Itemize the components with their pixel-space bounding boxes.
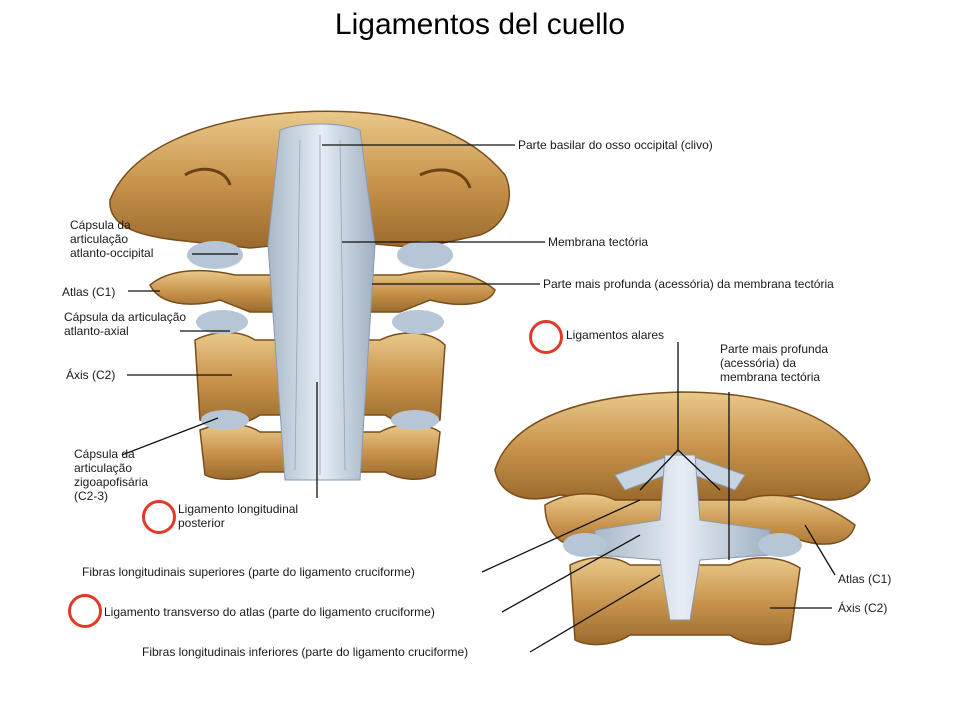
highlight-circle-ligamentos-alares bbox=[529, 320, 563, 354]
label-parte-profunda-top: Parte mais profunda (acessória) da membr… bbox=[543, 277, 834, 291]
label-lig-longitudinal-posterior: Ligamento longitudinal posterior bbox=[178, 502, 299, 530]
label-capsula-atlanto-axial: Cápsula da articulação atlanto-axial bbox=[64, 310, 187, 338]
occipital-bone-right bbox=[494, 391, 871, 501]
label-membrana-tectoria: Membrana tectória bbox=[548, 235, 649, 249]
label-lig-transverso: Ligamento transverso do atlas (parte do … bbox=[104, 605, 435, 619]
label-atlas-right: Atlas (C1) bbox=[838, 572, 892, 586]
highlight-circle-lig-longitudinal-posterior bbox=[142, 500, 176, 534]
label-ligamentos-alares: Ligamentos alares bbox=[566, 328, 665, 342]
label-parte-profunda-right: Parte mais profunda (acessória) da membr… bbox=[720, 342, 829, 384]
highlight-circle-lig-transverso bbox=[68, 594, 102, 628]
label-axis-left: Áxis (C2) bbox=[66, 368, 116, 382]
leader-lines bbox=[121, 144, 836, 653]
label-fibras-superiores: Fibras longitudinais superiores (parte d… bbox=[82, 565, 415, 579]
label-capsula-zigoapofisaria: Cápsula da articulação zigoapofisária (C… bbox=[74, 447, 149, 503]
label-parte-basilar: Parte basilar do osso occipital (clivo) bbox=[518, 138, 713, 152]
label-capsula-atlanto-occipital: Cápsula da articulação atlanto-occipital bbox=[70, 218, 154, 260]
label-fibras-inferiores: Fibras longitudinais inferiores (parte d… bbox=[142, 645, 469, 659]
cruciform-view-figure bbox=[494, 391, 871, 646]
label-atlas-left: Atlas (C1) bbox=[62, 285, 116, 299]
page-title: Ligamentos del cuello bbox=[334, 8, 626, 41]
label-axis-right: Áxis (C2) bbox=[838, 601, 888, 615]
cruciform-ligament bbox=[594, 454, 771, 621]
posterior-view-figure bbox=[109, 110, 511, 481]
tectorial-membrane bbox=[267, 123, 376, 481]
